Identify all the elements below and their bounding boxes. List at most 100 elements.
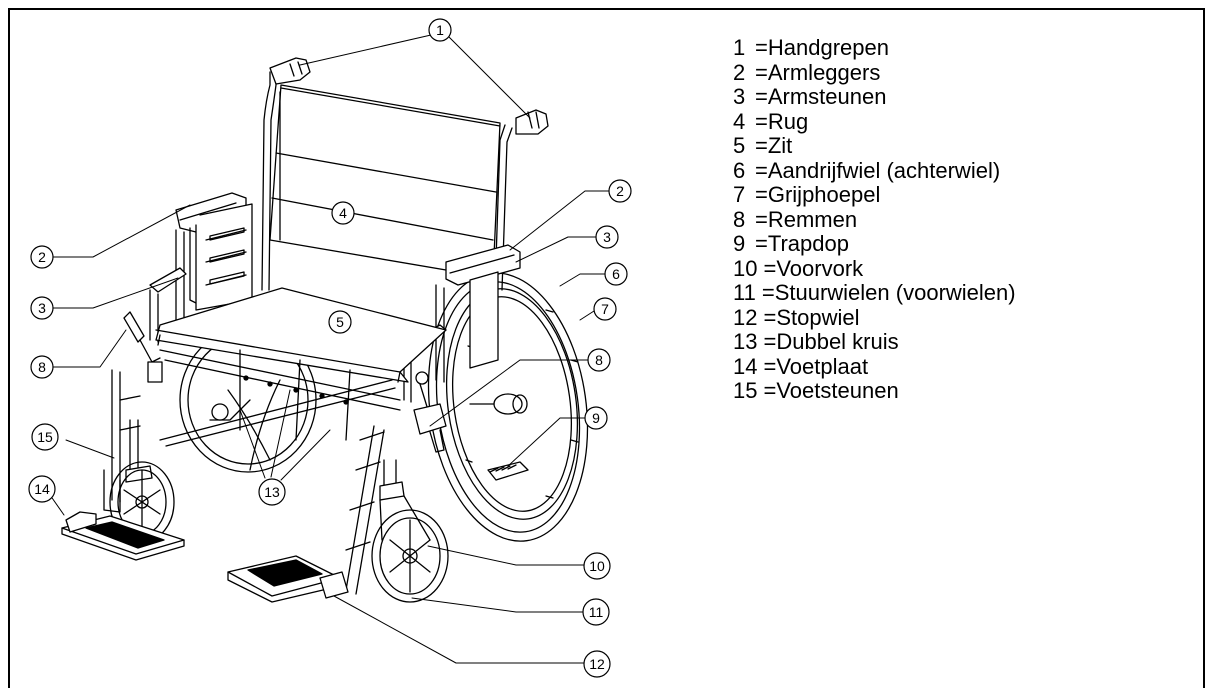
legend-number: 15 [733,378,758,403]
legend-item: 10= Voorvork [733,255,1016,282]
callout-circle [30,245,54,269]
callout-number: 4 [339,205,347,221]
callout-number: 2 [616,183,624,199]
legend-equals: = [763,378,777,403]
backrest [261,57,549,291]
legend-equals: = [761,280,775,305]
legend-equals: = [755,35,768,60]
footrest-left [61,369,185,561]
legend-number: 6 [733,157,746,183]
footrest-right [227,425,385,603]
callout-1: 1 [428,18,452,42]
legend-label: Stopwiel [776,304,860,330]
legend-label: Grijphoepel [767,182,881,207]
legend-equals: = [755,157,768,183]
brake-left [123,311,163,383]
callout-number: 14 [34,481,50,497]
front-caster-left [109,419,175,543]
legend-item: 2= Armleggers [733,59,1016,86]
callout-number: 3 [603,229,611,245]
legend-item: 7= Grijphoepel [733,182,1016,208]
callout-circle [331,201,355,225]
legend-item: 4= Rug [733,108,1016,135]
legend-number: 1 [733,35,746,60]
legend-number: 2 [733,59,746,85]
legend-equals: = [763,329,777,354]
legend-equals: = [755,182,768,207]
callout-5: 5 [328,310,352,334]
front-caster-right [371,459,449,603]
callout-4: 4 [331,201,355,225]
legend-label: Stuurwielen (voorwielen) [774,280,1016,305]
callout-number: 2 [38,249,46,265]
seat [155,287,447,383]
callout-number: 3 [38,300,46,316]
legend-item: 12= Stopwiel [733,304,1016,331]
legend-item: 3= Armsteunen [733,84,1016,110]
legend-item: 11= Stuurwielen (voorwielen) [733,280,1016,306]
callout-number: 13 [264,484,280,500]
legend-equals: = [755,133,768,158]
callout-circle [30,355,54,379]
callout-circle [328,310,352,334]
legend-number: 12 [733,304,758,330]
callout-circle [604,262,628,286]
legend-equals: = [763,255,777,281]
legend-label: Aandrijfwiel (achterwiel) [767,157,1001,183]
legend-label: Voetsteunen [776,378,899,403]
legend-equals: = [763,353,777,379]
legend-label: Rug [767,108,809,134]
legend-number: 14 [733,353,758,379]
callout-2: 2 [608,179,632,203]
legend-label: Trapdop [767,231,849,256]
legend-equals: = [755,84,768,109]
legend-number: 4 [733,108,746,134]
callout-7: 7 [593,297,617,321]
callout-circle [258,478,286,506]
callout-circle [593,297,617,321]
legend-item: 1 = Handgrepen [733,35,1016,61]
legend-number: 10 [733,255,758,281]
callout-circle [583,552,611,580]
callout-circle [584,406,608,430]
callout-number: 5 [336,314,344,330]
callout-number: 11 [589,604,604,620]
callout-6: 6 [604,262,628,286]
legend-item: 13= Dubbel kruis [733,329,1016,355]
legend-item: 8= Remmen [733,206,1016,233]
callout-8: 8 [30,355,54,379]
leader-lines [49,34,610,664]
legend-item: 5= Zit [733,133,1016,159]
callout-circle [595,225,619,249]
legend-label: Armleggers [767,59,881,85]
legend-item: 14= Voetplaat [733,353,1016,380]
callout-11: 11 [582,598,610,626]
callout-3: 3 [595,225,619,249]
callout-number: 9 [592,410,600,426]
callout-number: 8 [595,352,603,368]
legend-label: Handgrepen [767,35,889,60]
callout-circle [608,179,632,203]
callout-circle [587,348,611,372]
legend-equals: = [763,304,777,330]
callout-15: 15 [31,423,59,451]
legend-label: Voetplaat [776,353,869,379]
figure-frame [8,8,1205,688]
legend-number: 9 [733,231,746,256]
callout-number: 10 [589,558,605,574]
callout-number: 7 [601,301,609,317]
armrest-left [149,192,253,343]
legend-label: Voorvork [776,255,864,281]
callout-10: 10 [583,552,611,580]
legend-item: 15= Voetsteunen [733,378,1016,404]
callout-number: 6 [612,266,620,282]
brake-right [413,371,447,453]
legend-label: Armsteunen [767,84,887,109]
legend-item: 6 = Aandrijfwiel (achterwiel) [733,157,1016,184]
callout-circle [30,296,54,320]
legend-number: 11 [733,280,756,305]
legend-label: Remmen [767,206,858,232]
callout-number: 1 [436,22,444,38]
